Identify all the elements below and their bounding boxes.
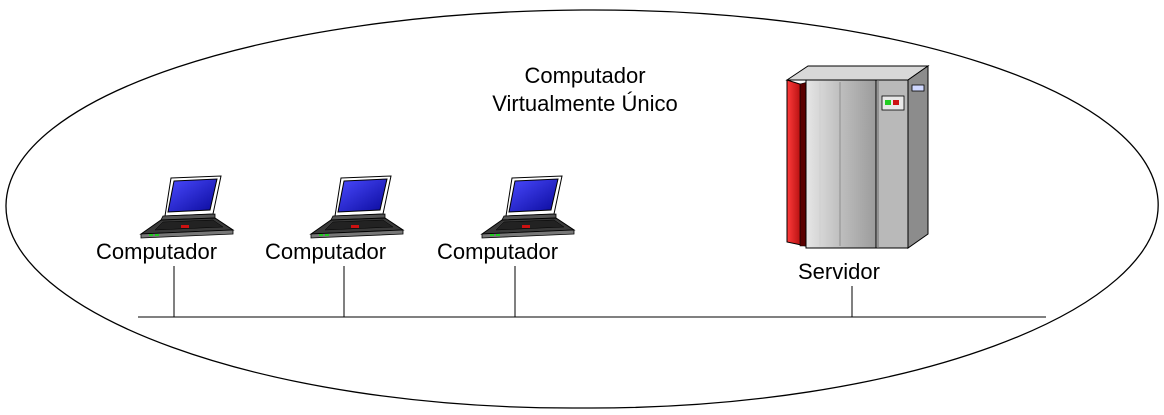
computer-3-label: Computador xyxy=(437,239,559,264)
laptop-icon xyxy=(140,175,234,239)
diagram-title-line-1: Computador xyxy=(524,63,646,88)
network-boundary-ellipse xyxy=(5,9,1159,409)
laptop-icon xyxy=(310,175,404,239)
server-tower-icon xyxy=(785,65,930,249)
computer-1-label: Computador xyxy=(96,239,218,264)
laptop-icon xyxy=(481,175,575,239)
diagram-title-line-2: Virtualmente Único xyxy=(492,91,678,116)
diagram-title: Computador Virtualmente Único xyxy=(400,62,770,118)
server-label: Servidor xyxy=(798,259,880,284)
computer-2-label: Computador xyxy=(265,239,387,264)
